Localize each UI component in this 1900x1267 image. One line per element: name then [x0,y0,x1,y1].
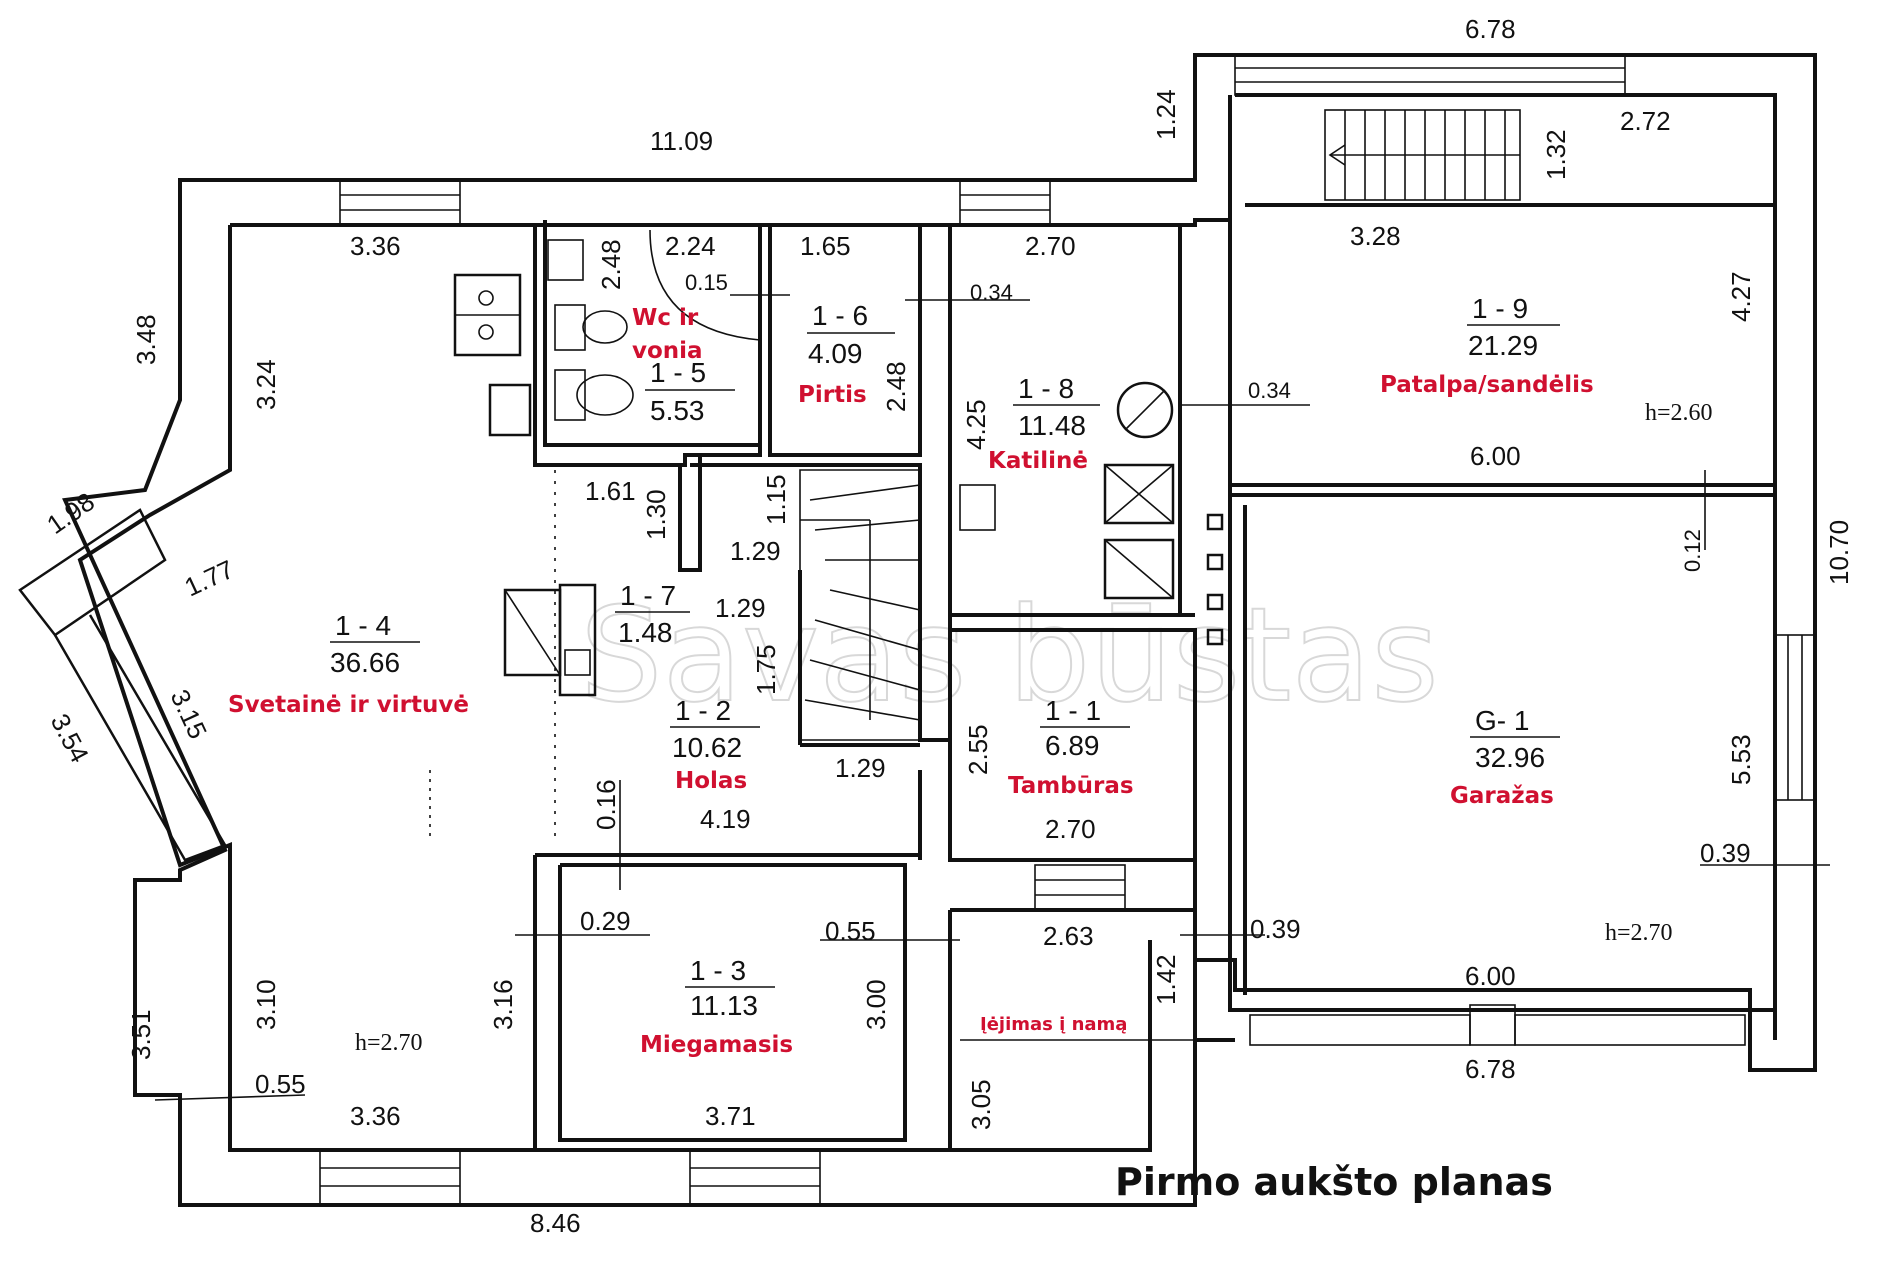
room-name-1-9: Patalpa/sandėlis [1380,372,1594,398]
dim-garage-ext: 0.39 [1700,838,1751,868]
dim-stair-top: 2.72 [1620,106,1671,136]
dim-top-garage: 6.78 [1465,14,1516,44]
room-area-1-4: 36.66 [330,647,400,678]
interior-walls [533,95,1775,1150]
dim-left-lower: 3.51 [126,1009,156,1060]
dim-liv-ext: 0.55 [255,1069,306,1099]
room-area-1-5: 5.53 [650,395,705,426]
dimension-lines [154,294,1830,1101]
dim-bed-h: 3.00 [861,979,891,1030]
room-id-1-2: 1 - 2 [675,695,731,726]
wc-label-line1: Wc ir [632,305,699,331]
room-id-1-1: 1 - 1 [1045,695,1101,726]
height-living: h=2.70 [355,1030,423,1056]
dim-garage-side: 5.53 [1726,734,1756,785]
dim-boiler-wall: 0.34 [970,280,1013,305]
plan-title: Pirmo aukšto planas [1115,1160,1553,1204]
dim-liv-top: 3.36 [350,231,401,261]
dim-bed-w: 3.71 [705,1101,756,1131]
room-id-1-9: 1 - 9 [1472,293,1528,324]
dimension-labels: 6.78 11.09 8.46 6.78 10.70 1.24 3.48 1.9… [41,14,1854,1238]
dim-liv-side-top: 3.24 [251,359,281,410]
dim-top-main: 11.09 [650,126,713,156]
dim-hall-bottom: 4.19 [700,804,751,834]
height-garage: h=2.70 [1605,920,1673,946]
dim-bottom-garage: 6.78 [1465,1054,1516,1084]
room-id-g-1: G- 1 [1475,705,1529,736]
dim-entry-h: 1.42 [1151,954,1181,1005]
room-name-1-3: Miegamasis [640,1032,793,1058]
dim-storage-h: 4.27 [1726,271,1756,322]
dim-stair-h: 1.32 [1541,129,1571,180]
dim-storage-wall: 0.34 [1248,378,1291,403]
room-area-1-9: 21.29 [1468,330,1538,361]
dim-hall-h: 1.75 [751,644,781,695]
dim-entry-out: 3.05 [966,1079,996,1130]
dim-bath-h: 2.48 [596,239,626,290]
dim-bath-w: 2.24 [665,231,716,261]
dim-garage-wall2: 0.39 [1250,914,1301,944]
room-id-1-8: 1 - 8 [1018,373,1074,404]
room-name-1-6: Pirtis [798,382,867,408]
dim-entry-w: 2.63 [1043,921,1094,951]
dim-garage-wall: 0.12 [1680,529,1705,572]
room-name-g-1: Garažas [1450,783,1554,809]
room-area-1-6: 4.09 [808,338,863,369]
room-name-1-8: Katilinė [988,448,1088,474]
entrance-label: Įėjimas į namą [980,1014,1127,1035]
dim-hall-w2: 1.29 [835,753,886,783]
dim-bath-wall: 0.15 [685,270,728,295]
windows [319,54,1816,1206]
room-area-1-2: 10.62 [672,732,742,763]
staircase [799,109,1521,741]
room-area-g-1: 32.96 [1475,742,1545,773]
dim-closet-w: 1.61 [585,476,636,506]
dim-liv-side-bottom: 3.10 [251,979,281,1030]
dim-sauna-w: 1.65 [800,231,851,261]
dim-storage-bottom: 6.00 [1470,441,1521,471]
dim-boiler-h: 4.25 [961,399,991,450]
height-storage: h=2.60 [1645,400,1713,426]
room-id-1-4: 1 - 4 [335,610,391,641]
room-labels: 1 - 1 6.89 Tambūras 1 - 2 10.62 Holas 1 … [228,293,1713,1058]
dim-left-upper: 3.48 [131,314,161,365]
dim-step-top: 1.24 [1151,89,1181,140]
dim-bay-inner-top: 1.77 [180,554,239,603]
dim-liv-inner: 3.16 [488,979,518,1030]
watermark: Savas būstas [580,579,1439,731]
room-area-1-8: 11.48 [1018,410,1086,441]
room-name-1-4: Svetainė ir virtuvė [228,692,469,718]
room-name-1-1: Tambūras [1008,773,1134,799]
dim-sauna-h: 2.48 [881,361,911,412]
dim-bay-side: 3.54 [45,709,95,768]
dim-right-total: 10.70 [1824,520,1854,585]
room-area-1-7: 1.48 [618,617,673,648]
dim-bay-top: 1.98 [41,486,100,540]
dim-hall-w1: 1.29 [715,593,766,623]
dim-closet-h: 1.30 [641,489,671,540]
dim-bottom-main: 8.46 [530,1208,581,1238]
dim-bed-wall: 0.29 [580,906,631,936]
room-id-1-3: 1 - 3 [690,955,746,986]
dim-closet-d: 1.29 [730,536,781,566]
dim-closet-x: 1.15 [761,474,791,525]
dim-vest-w: 2.70 [1045,814,1096,844]
wc-label-line2: vonia [632,338,703,364]
room-area-1-1: 6.89 [1045,730,1100,761]
dim-liv-bottom: 3.36 [350,1101,401,1131]
dim-garage-bottom: 6.00 [1465,961,1516,991]
room-id-1-6: 1 - 6 [812,300,868,331]
dim-hall-wall: 0.16 [591,779,621,830]
dim-boiler-w: 2.70 [1025,231,1076,261]
fixtures [453,229,1224,697]
room-id-1-5: 1 - 5 [650,357,706,388]
dim-bed-wall2: 0.55 [825,916,876,946]
room-area-1-3: 11.13 [690,990,758,1021]
room-name-1-2: Holas [675,768,747,794]
dim-stair-w: 3.28 [1350,221,1401,251]
room-id-1-7: 1 - 7 [620,580,676,611]
dim-vest-h: 2.55 [963,724,993,775]
